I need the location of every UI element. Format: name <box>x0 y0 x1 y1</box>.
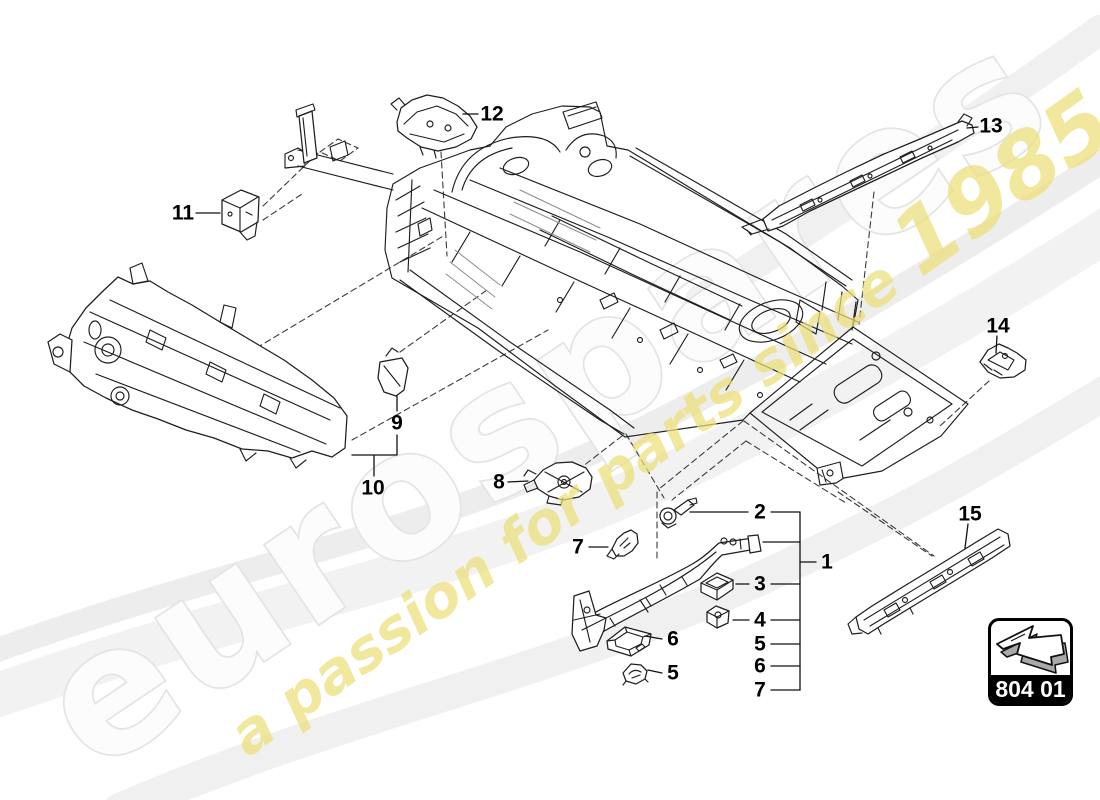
callout-leader-lines <box>195 113 998 691</box>
callout-9: 9 <box>391 412 403 435</box>
section-badge: 804 01 <box>988 618 1073 706</box>
projection-dashed-lines <box>247 138 990 559</box>
part-2-clamp <box>659 497 698 529</box>
part-6-plate <box>606 626 652 657</box>
callout-8: 8 <box>493 471 505 494</box>
callout-labels: 11 12 13 14 15 9 10 8 7 6 5 2 1 3 4 5 6 … <box>172 103 1010 702</box>
section-code: 804 01 <box>991 675 1070 703</box>
callout-5-left: 5 <box>667 662 679 685</box>
part-15-sill <box>847 528 1011 635</box>
callout-13: 13 <box>979 115 1002 138</box>
part-13-rail <box>741 113 975 236</box>
part-1-side-member <box>571 534 762 652</box>
part-12-bracket <box>390 94 478 159</box>
callout-1: 1 <box>821 551 833 574</box>
part-5-clamp <box>622 663 649 686</box>
part-9-plate <box>377 347 409 397</box>
front-frame-member <box>284 103 394 191</box>
callout-15: 15 <box>958 503 982 526</box>
main-underbody <box>384 101 969 486</box>
callout-10: 10 <box>361 477 384 500</box>
part-4-clamp <box>706 605 730 629</box>
callout-4: 4 <box>754 609 766 632</box>
callout-6-left: 6 <box>667 628 679 651</box>
callout-6-right: 6 <box>754 655 766 678</box>
callout-2: 2 <box>754 501 766 524</box>
callout-12: 12 <box>480 103 503 126</box>
callout-14: 14 <box>986 315 1010 338</box>
part-3-retainer <box>700 572 734 601</box>
part-11-bracket <box>221 189 260 241</box>
callout-7-right: 7 <box>754 679 766 702</box>
callout-7-left: 7 <box>572 536 584 559</box>
part-7-bracket <box>606 529 639 560</box>
part-14-bracket <box>979 343 1027 379</box>
callout-5-right: 5 <box>754 633 766 656</box>
callout-11: 11 <box>172 202 195 225</box>
part-8-mount <box>523 461 593 506</box>
part-10-front-panel <box>47 262 348 469</box>
direction-arrow-icon <box>996 625 1069 674</box>
callout-3: 3 <box>754 573 766 596</box>
